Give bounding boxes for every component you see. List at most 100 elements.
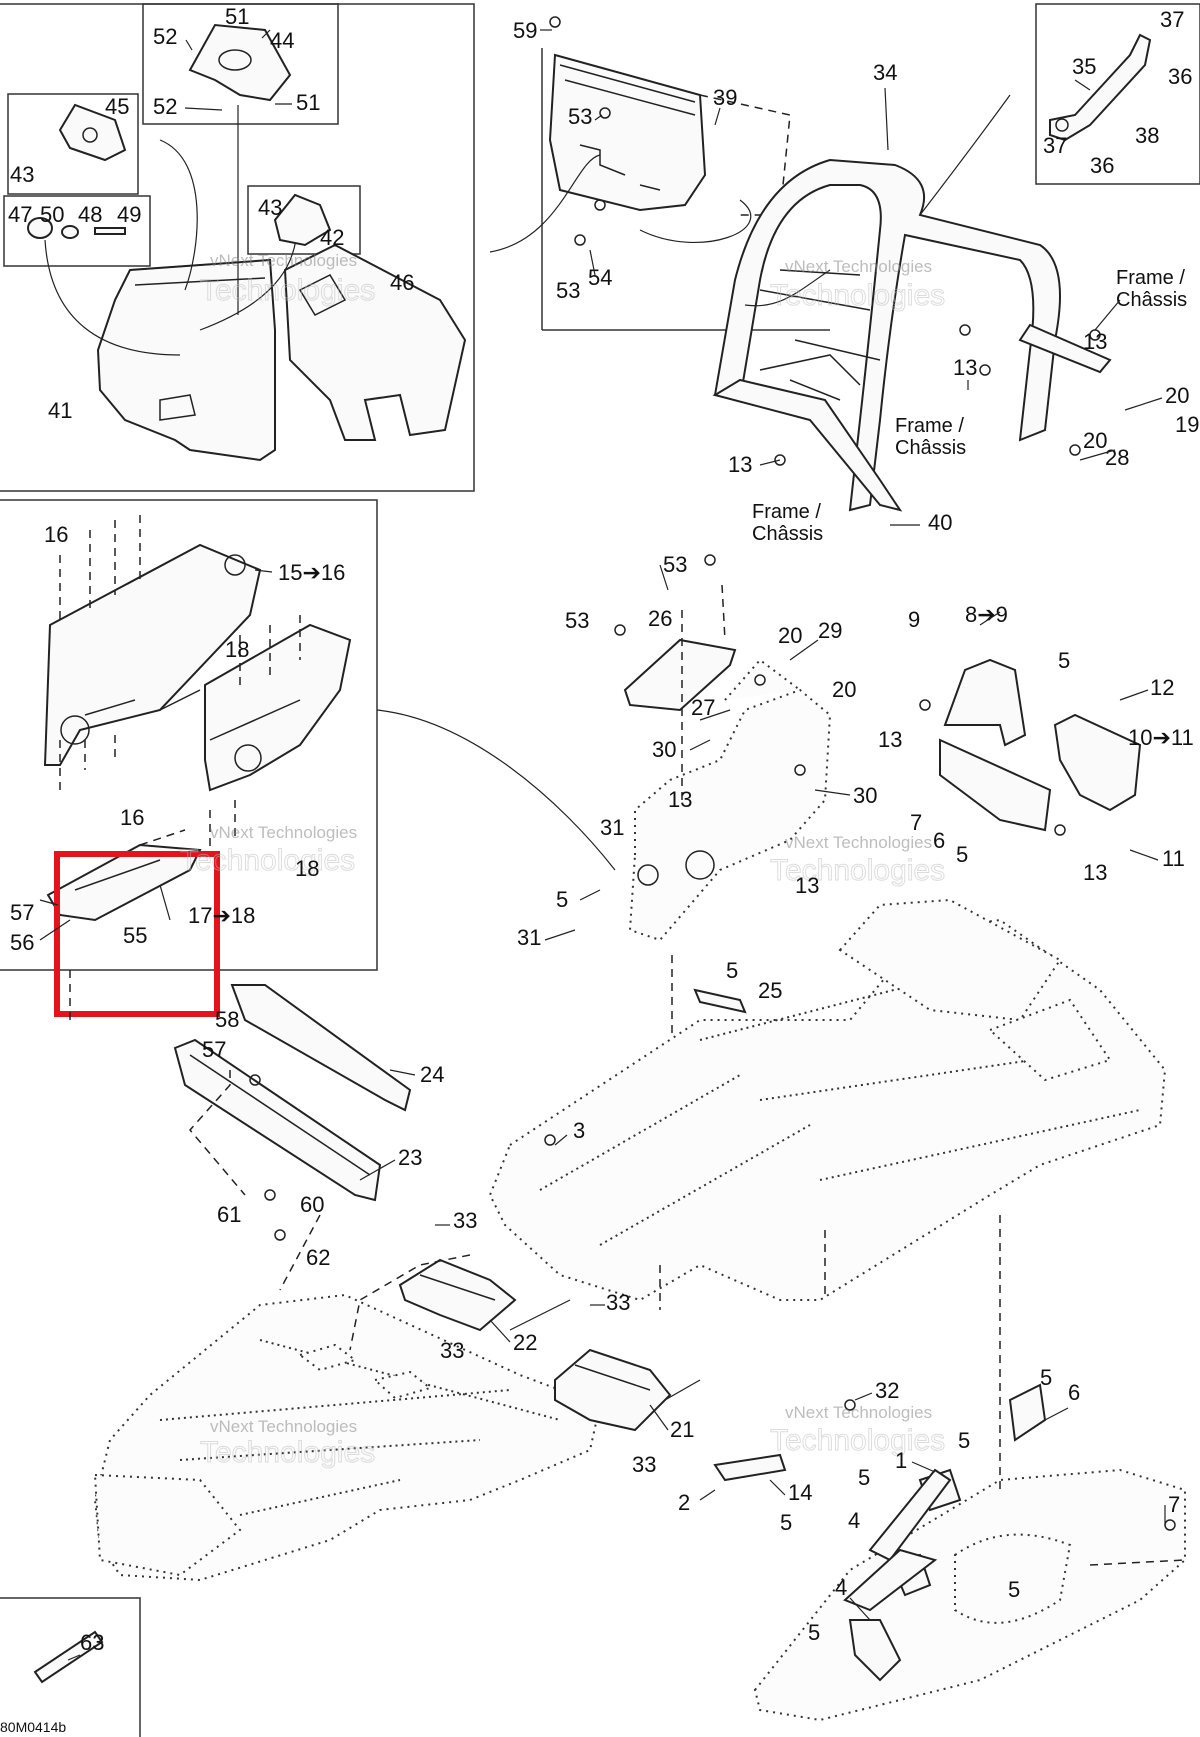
callout-4: 4 [835,1575,847,1600]
callout-12: 12 [1150,675,1174,700]
callout-21: 21 [670,1417,694,1442]
callout-5: 5 [858,1465,870,1490]
svg-text:Technologies: Technologies [200,274,375,307]
callout-20: 20 [832,677,856,702]
callout-57: 57 [202,1037,226,1062]
callout-13: 13 [728,452,752,477]
callout-11: 11 [1162,846,1185,871]
callout-13: 13 [878,727,902,752]
callout-53: 53 [663,552,687,577]
tube-63 [33,1630,104,1684]
callout-32: 32 [875,1378,899,1403]
bracket-8 [939,658,1052,832]
callout-52: 52 [153,94,177,119]
callout-33: 33 [606,1290,630,1315]
callout-5: 5 [726,958,738,983]
callout-30: 30 [652,737,676,762]
callout-14: 14 [788,1480,812,1505]
bracket-44-detail [188,23,292,102]
plate-55 [46,829,202,922]
callout-31: 31 [600,815,624,840]
callout-56: 56 [10,930,34,955]
callout-40: 40 [928,510,952,535]
bracket-35-detail [1049,33,1152,142]
callout-60: 60 [300,1192,324,1217]
callout-5: 5 [958,1428,970,1453]
frame-label-1-en: Frame / [1116,267,1185,289]
callout-63: 63 [80,1630,104,1655]
callout-51: 51 [225,4,249,29]
callout-37: 37 [1043,133,1067,158]
inset-box-frames [0,3,1200,1737]
callout-8-9: 8➔9 [965,602,1008,627]
callout-37: 37 [1160,7,1184,32]
linkage-1-4 [843,1468,962,1682]
front-chassis [93,1293,602,1582]
callout-57: 57 [10,900,34,925]
frame-label-1-fr: Châssis [1116,289,1187,311]
panel-24 [230,984,412,1112]
plate-26 [623,638,737,712]
callout-10-11: 10➔11 [1128,725,1194,750]
callout-5: 5 [780,1510,792,1535]
callout-29: 29 [818,618,842,643]
panel-46 [283,243,467,441]
callout-4: 4 [848,1508,860,1533]
svg-text:vNext Technologies: vNext Technologies [785,1403,932,1422]
callout-42: 42 [320,225,344,250]
svg-text:vNext Technologies: vNext Technologies [210,251,357,270]
callout-5: 5 [808,1620,820,1645]
frame-label-2-fr: Châssis [895,437,966,459]
callout-33: 33 [440,1338,464,1363]
callout-44: 44 [270,28,294,53]
callout-51: 51 [296,90,320,115]
callout-55: 55 [123,923,147,948]
svg-text:Technologies: Technologies [770,1424,945,1457]
svg-text:vNext Technologies: vNext Technologies [785,257,932,276]
callout-leaders [39,29,1166,1661]
callout-33: 33 [632,1452,656,1477]
callout-20: 20 [1165,383,1189,408]
callout-20: 20 [1083,428,1107,453]
svg-text:Technologies: Technologies [770,854,945,887]
callout-7: 7 [1168,1492,1180,1517]
callout-53: 53 [556,278,580,303]
callout-28: 28 [1105,445,1129,470]
tube-25 [693,988,747,1014]
bracket-45-detail [58,103,127,162]
callout-13: 13 [1083,860,1107,885]
callouts: 59 51 52 44 52 51 45 43 47 50 48 49 43 4… [8,4,1199,1655]
callout-16: 16 [44,522,68,547]
svg-text:vNext Technologies: vNext Technologies [210,823,357,842]
callout-48: 48 [78,202,102,227]
callout-19: 19 [1175,412,1199,437]
callout-53: 53 [568,104,592,129]
callout-1: 1 [895,1448,907,1473]
callout-52: 52 [153,24,177,49]
svg-text:vNext Technologies: vNext Technologies [785,833,932,852]
bumper-47-detail [27,217,126,239]
callout-46: 46 [390,270,414,295]
callout-61: 61 [217,1202,241,1227]
callout-18: 18 [225,637,249,662]
frame-label-3-fr: Châssis [752,523,823,545]
callout-2: 2 [678,1490,690,1515]
watermarks: vNext Technologies Technologies vNext Te… [180,251,946,1470]
callout-35: 35 [1072,54,1096,79]
callout-5: 5 [956,842,968,867]
bracket-42-detail [273,193,332,247]
bracket-6 [1008,1383,1047,1442]
callout-59: 59 [513,18,537,43]
callout-5: 5 [1040,1365,1052,1390]
callout-25: 25 [758,978,782,1003]
callout-15-16: 15➔16 [278,560,345,585]
callout-23: 23 [398,1145,422,1170]
callout-58: 58 [215,1007,239,1032]
callout-49: 49 [117,202,141,227]
callout-22: 22 [513,1330,537,1355]
callout-45: 45 [105,94,129,119]
callout-47: 47 [8,202,32,227]
rear-bumper-frame [753,1468,1186,1722]
guard-21 [554,1348,672,1432]
